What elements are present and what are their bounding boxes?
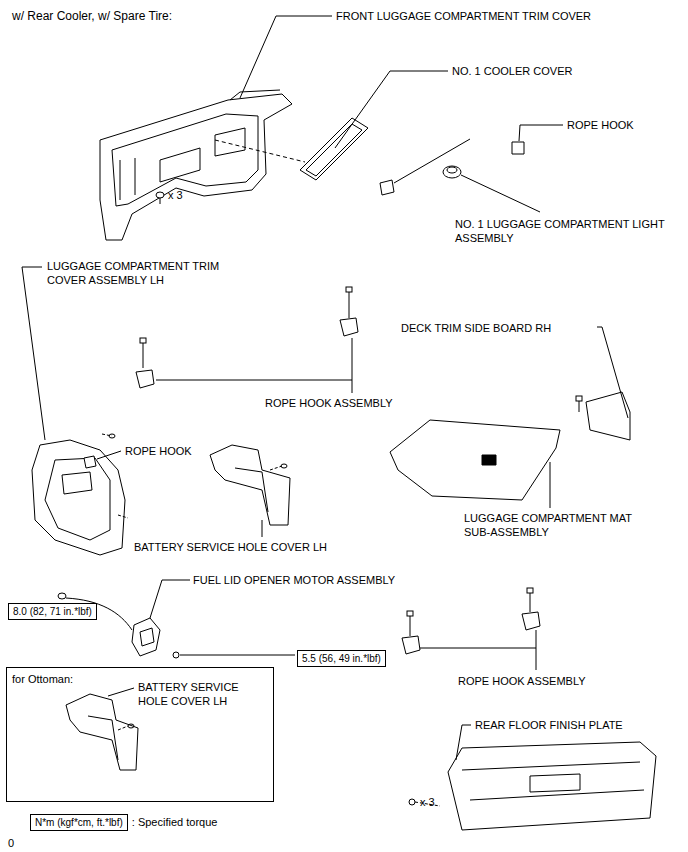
part-label: BATTERY SERVICE HOLE COVER LH <box>134 540 327 554</box>
part-label: REAR FLOOR FINISH PLATE <box>475 718 623 732</box>
part-label: x 3 <box>168 188 183 202</box>
torque-box: 8.0 (82, 71 in.*lbf) <box>8 601 97 620</box>
part-label: ROPE HOOK <box>125 444 192 458</box>
part-label: FUEL LID OPENER MOTOR ASSEMBLY <box>193 573 395 587</box>
diagram-title: w/ Rear Cooler, w/ Spare Tire: <box>12 9 172 24</box>
part-label: LUGGAGE COMPARTMENT MAT SUB-ASSEMBLY <box>464 511 644 539</box>
torque-box: 5.5 (56, 49 in.*lbf) <box>297 648 386 667</box>
part-label: LUGGAGE COMPARTMENT TRIM COVER ASSEMBLY … <box>47 259 247 287</box>
part-label: ROPE HOOK ASSEMBLY <box>458 674 586 688</box>
part-label: ROPE HOOK ASSEMBLY <box>265 396 393 410</box>
part-label: ROPE HOOK <box>567 118 634 132</box>
torque-value: N*m (kgf*cm, ft.*lbf) <box>30 814 128 831</box>
part-label: FRONT LUGGAGE COMPARTMENT TRIM COVER <box>336 9 591 23</box>
part-label: DECK TRIM SIDE BOARD RH <box>401 321 551 335</box>
part-label: NO. 1 LUGGAGE COMPARTMENT LIGHT ASSEMBLY <box>455 217 665 245</box>
torque-value: 5.5 (56, 49 in.*lbf) <box>297 650 386 667</box>
torque-value: 8.0 (82, 71 in.*lbf) <box>8 603 97 620</box>
inset-heading: for Ottoman: <box>12 672 73 686</box>
part-label: x 3 <box>420 795 435 809</box>
part-label: 0 <box>8 836 14 850</box>
part-label: NO. 1 COOLER COVER <box>452 64 572 78</box>
legend-text: : Specified torque <box>132 816 218 828</box>
torque-legend: N*m (kgf*cm, ft.*lbf) : Specified torque <box>30 812 217 831</box>
part-label: BATTERY SERVICE HOLE COVER LH <box>138 680 268 708</box>
